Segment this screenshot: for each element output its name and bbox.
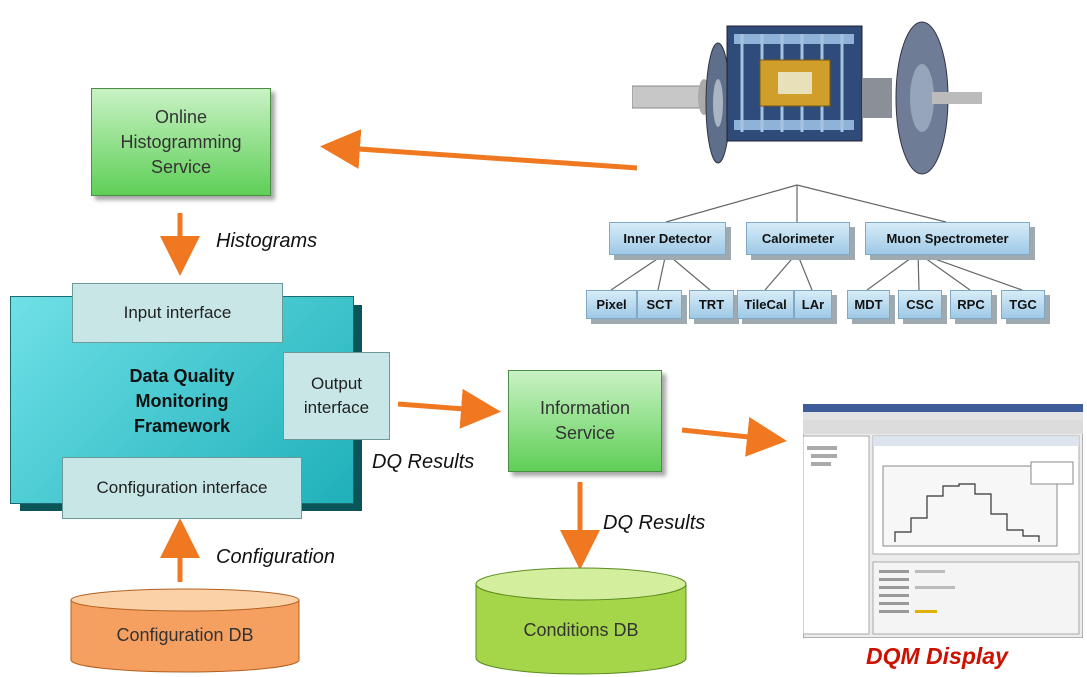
dq-results-down-label: DQ Results <box>603 512 706 534</box>
information-service-box: Information Service <box>508 370 662 472</box>
node-tilecal: TileCal <box>737 290 794 319</box>
ohs-label: Online Histogramming Service <box>120 106 242 177</box>
configuration-db-label: Configuration DB <box>116 625 254 645</box>
configuration-label: Configuration <box>216 546 335 568</box>
node-rpc: RPC <box>950 290 992 319</box>
node-inner-detector: Inner Detector <box>609 222 726 255</box>
dq-results-left-label: DQ Results <box>372 451 475 473</box>
arrow-detector-to-ohs <box>320 129 638 171</box>
node-sct: SCT <box>637 290 682 319</box>
framework-title: Data Quality Monitoring Framework <box>129 366 235 436</box>
node-muon-spectrometer: Muon Spectrometer <box>865 222 1030 255</box>
detector-tree-lines <box>610 184 1023 291</box>
node-tgc: TGC <box>1001 290 1045 319</box>
configuration-db-cylinder <box>70 588 300 673</box>
node-mdt: MDT <box>847 290 890 319</box>
arrow-output-to-info <box>397 388 501 429</box>
arrow-info-to-display <box>681 416 787 457</box>
configuration-interface: Configuration interface <box>62 457 302 519</box>
output-interface: Output interface <box>283 352 390 440</box>
conditions-db-label: Conditions DB <box>523 620 639 640</box>
node-calorimeter: Calorimeter <box>746 222 850 255</box>
conditions-db-cylinder <box>475 567 687 675</box>
node-lar: LAr <box>794 290 832 319</box>
info-label: Information Service <box>539 398 631 443</box>
node-csc: CSC <box>898 290 942 319</box>
node-pixel: Pixel <box>586 290 637 319</box>
atlas-detector-image <box>632 21 982 175</box>
dqm-display-label: DQM Display <box>866 643 1008 669</box>
input-interface: Input interface <box>72 283 283 343</box>
node-trt: TRT <box>689 290 734 319</box>
dqm-display-screenshot <box>803 404 1083 638</box>
online-histogramming-service-box: Online Histogramming Service <box>91 88 271 196</box>
histograms-label: Histograms <box>216 230 318 252</box>
